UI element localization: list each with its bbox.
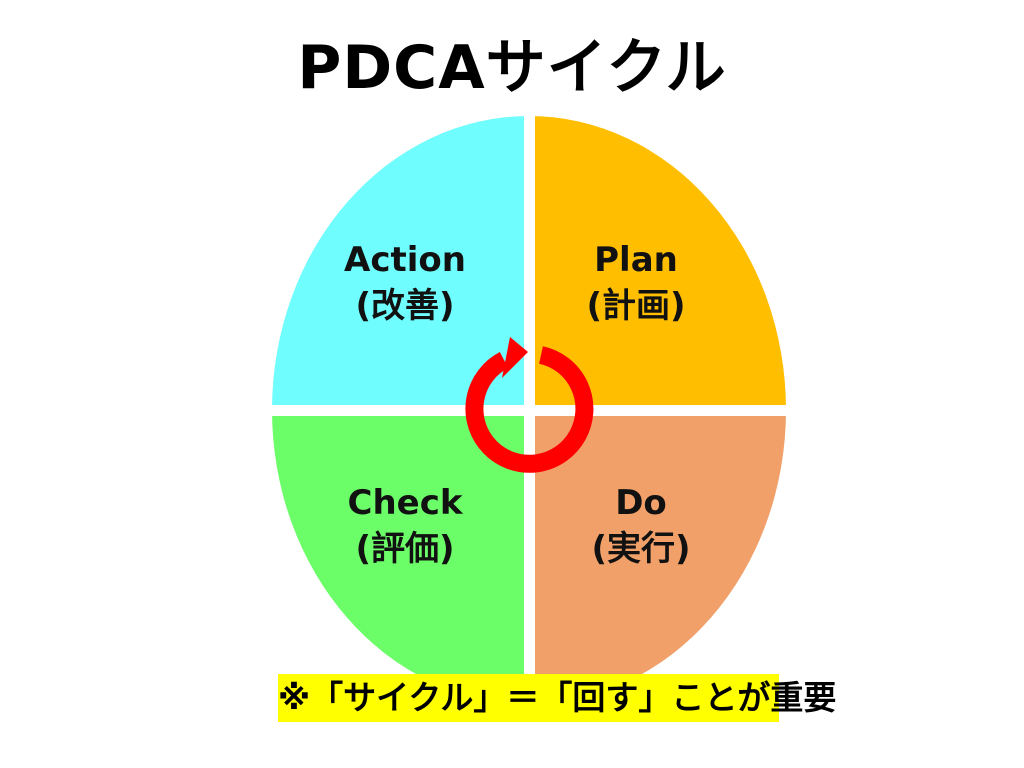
quadrant-label-plan: Plan (計画) xyxy=(526,237,746,329)
note-banner: ※「サイクル」＝「回す」ことが重要 xyxy=(278,674,836,722)
label-jp: (改善) xyxy=(355,286,455,326)
clockwise-cycle-arrow-icon xyxy=(465,337,594,473)
label-jp: (評価) xyxy=(355,529,455,569)
quadrant-label-do: Do (実行) xyxy=(531,480,751,572)
quadrant-label-action: Action (改善) xyxy=(295,237,515,329)
label-en: Do xyxy=(615,483,667,523)
label-en: Check xyxy=(347,483,463,523)
label-jp: (計画) xyxy=(586,286,686,326)
label-en: Action xyxy=(344,240,466,280)
label-jp: (実行) xyxy=(591,529,691,569)
page-title: PDCAサイクル xyxy=(297,33,727,103)
label-en: Plan xyxy=(594,240,678,280)
quadrant-label-check: Check (評価) xyxy=(295,480,515,572)
